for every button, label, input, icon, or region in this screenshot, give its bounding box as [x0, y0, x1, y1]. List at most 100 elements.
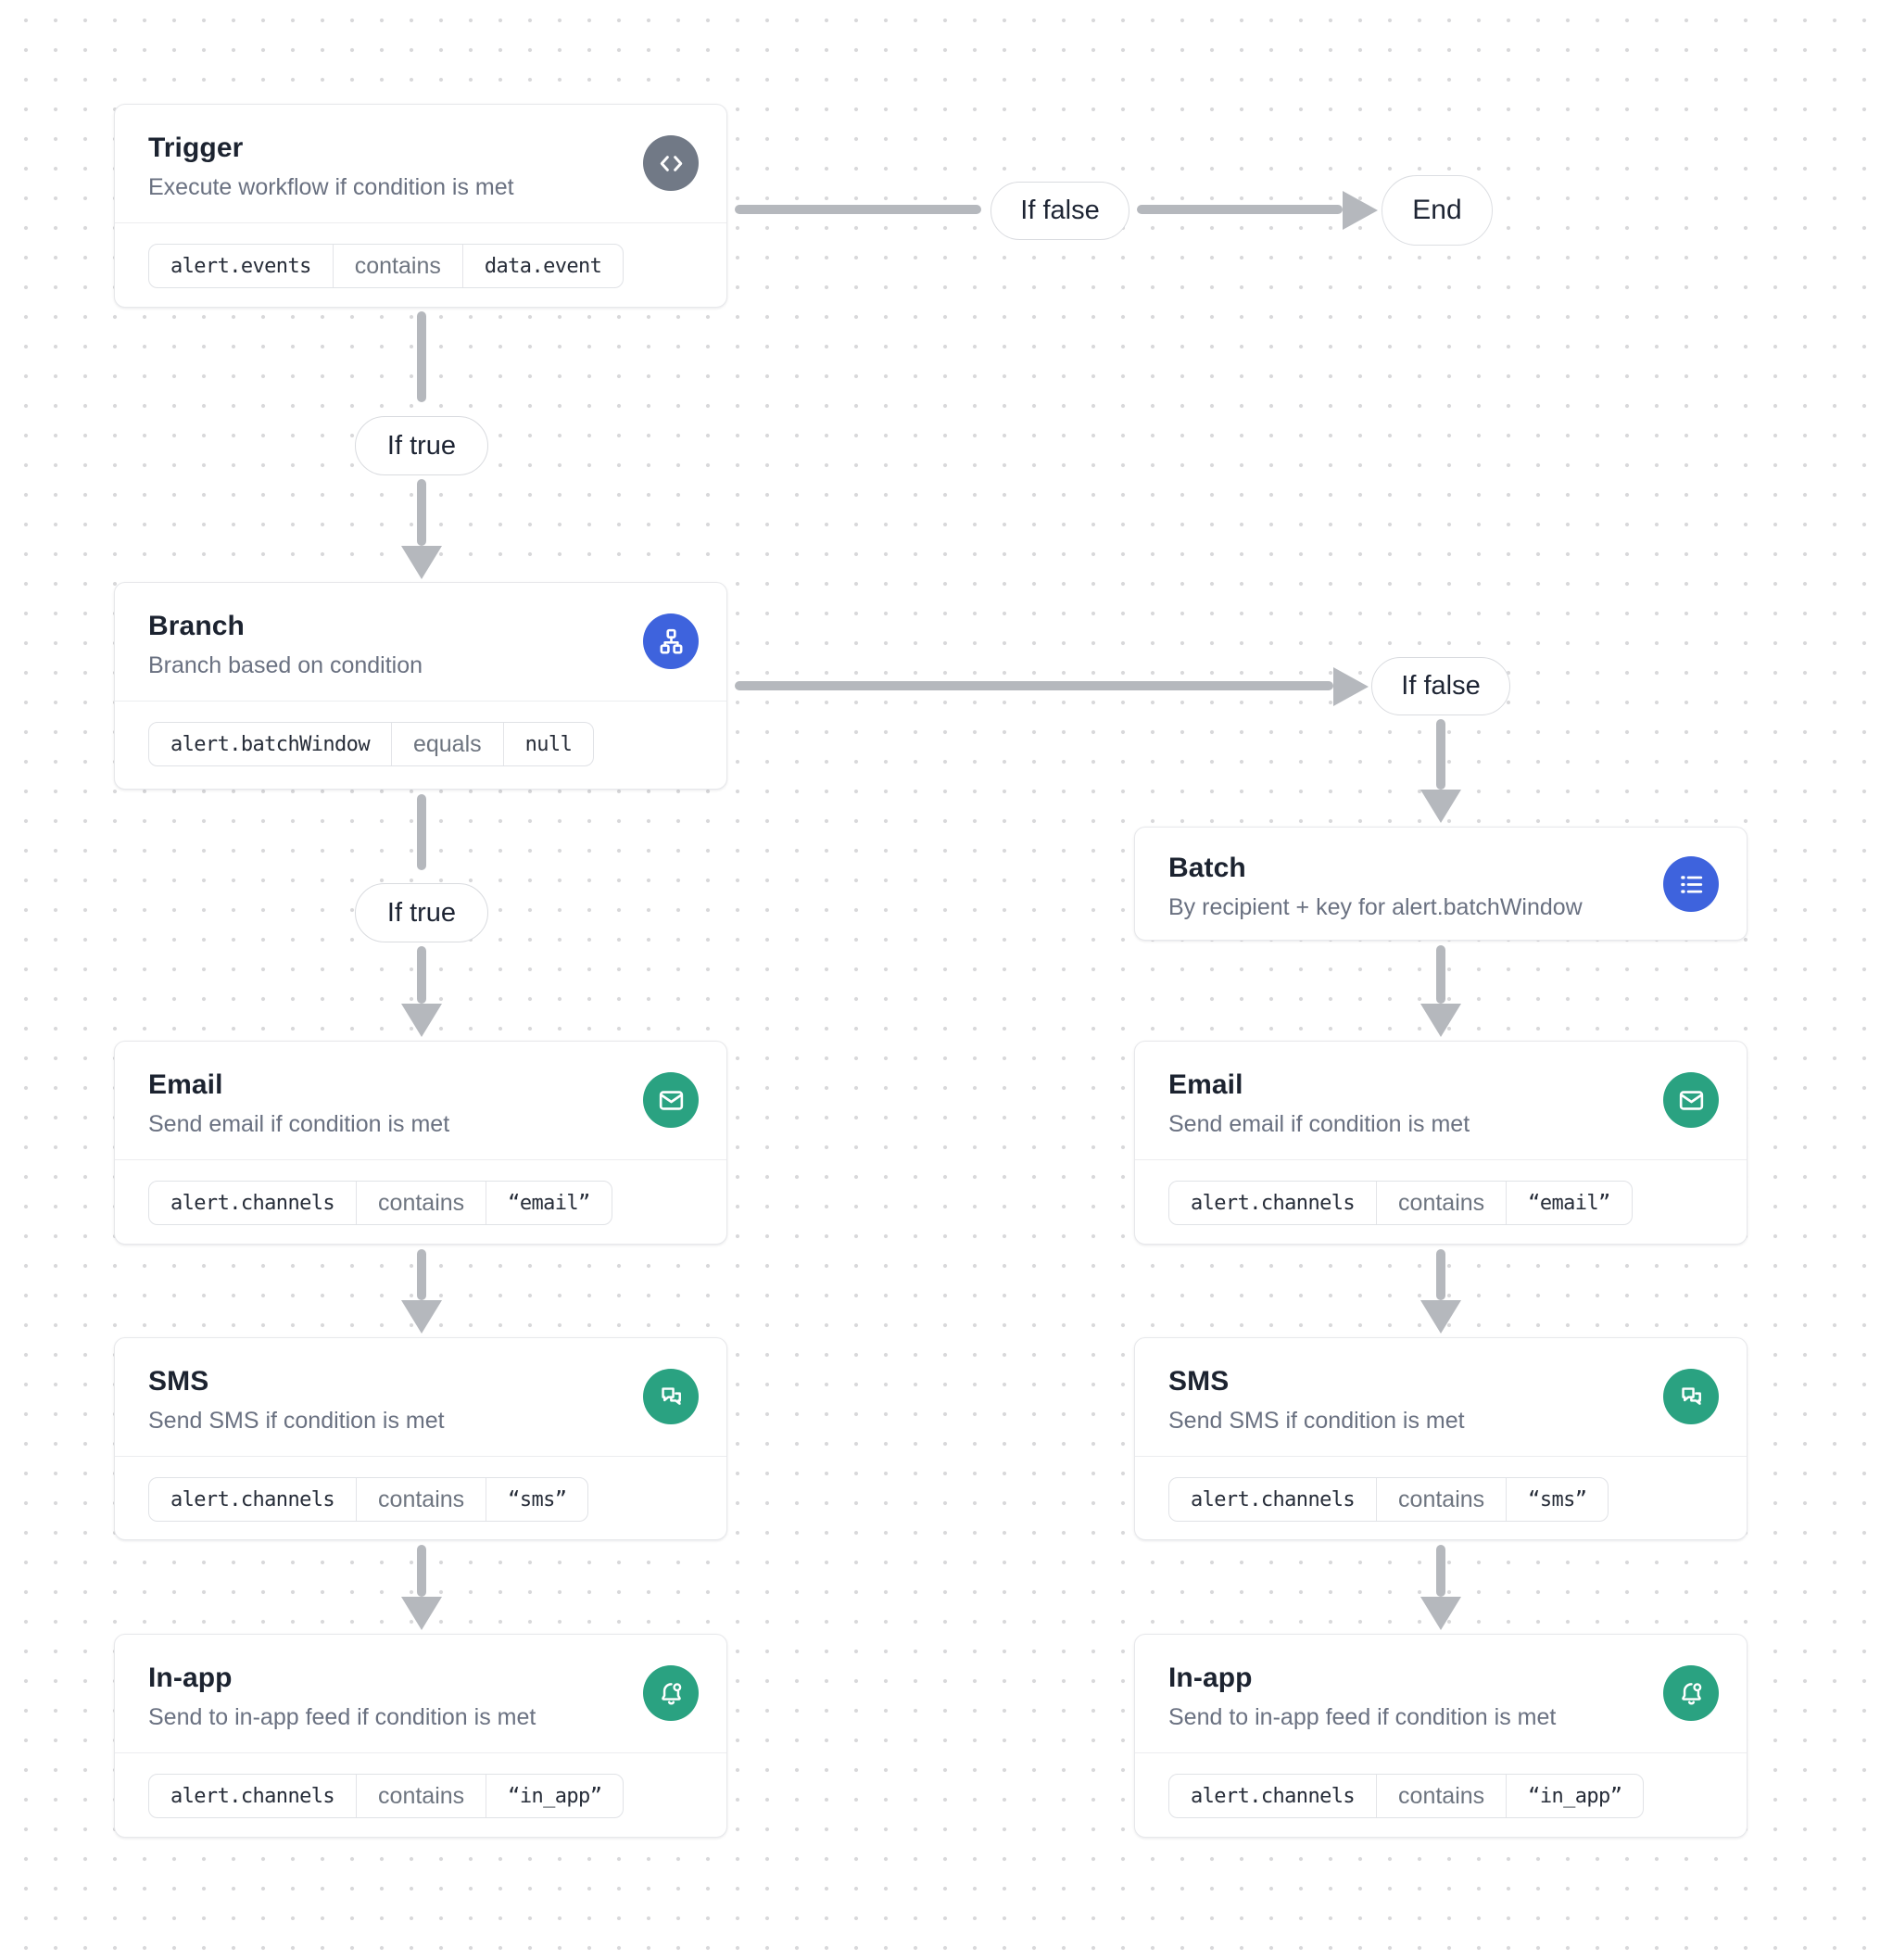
node-branch[interactable]: Branch Branch based on condition alert.b…	[114, 582, 727, 790]
node-title: Batch	[1168, 853, 1246, 883]
edge-batch-to-email-right	[1436, 945, 1445, 1004]
mail-icon	[643, 1072, 699, 1128]
condition-chip: alert.channels contains “sms”	[1168, 1477, 1609, 1522]
condition-chip: alert.channels contains “in_app”	[148, 1774, 625, 1818]
arrowhead-to-inapp-right-icon	[1420, 1597, 1461, 1630]
node-inapp-right[interactable]: In-app Send to in-app feed if condition …	[1134, 1634, 1748, 1838]
node-title: In-app	[148, 1663, 233, 1693]
arrowhead-to-email-right-icon	[1420, 1004, 1461, 1037]
arrowhead-to-iffalse-icon	[1333, 667, 1369, 706]
condition-field: alert.channels	[1191, 1191, 1356, 1215]
node-title: Email	[148, 1069, 223, 1100]
chat-icon	[643, 1369, 699, 1424]
node-title: SMS	[1168, 1366, 1230, 1397]
node-condition-row: alert.channels contains “sms”	[115, 1456, 726, 1542]
condition-value: data.event	[461, 245, 623, 287]
node-email-left[interactable]: Email Send email if condition is met ale…	[114, 1041, 727, 1245]
node-header: In-app Send to in-app feed if condition …	[115, 1635, 726, 1752]
node-condition-row: alert.channels contains “in_app”	[115, 1752, 726, 1839]
edge-sms-to-inapp-right	[1436, 1545, 1445, 1597]
condition-field: alert.channels	[170, 1191, 335, 1215]
node-subtitle: Send SMS if condition is met	[1168, 1408, 1465, 1434]
edge-trigger-to-iftrue	[417, 311, 426, 402]
node-sms-left[interactable]: SMS Send SMS if condition is met alert.c…	[114, 1337, 727, 1540]
condition-value: “email”	[486, 1182, 612, 1224]
arrowhead-to-end-icon	[1343, 191, 1378, 230]
condition-chip: alert.channels contains “email”	[1168, 1181, 1633, 1225]
chat-icon	[1663, 1369, 1719, 1424]
arrowhead-to-sms-right-icon	[1420, 1300, 1461, 1334]
edge-iftrue2-to-email	[417, 946, 426, 1004]
condition-value: “sms”	[1506, 1478, 1608, 1521]
edge-label-text: If true	[386, 430, 457, 461]
edge-label-if-true-branch: If true	[355, 883, 488, 942]
condition-chip: alert.channels contains “email”	[148, 1181, 612, 1225]
arrowhead-to-sms-left-icon	[401, 1300, 442, 1334]
edge-sms-to-inapp-left	[417, 1545, 426, 1597]
edge-trigger-to-iffalse	[735, 205, 981, 214]
condition-operator: contains	[1376, 1478, 1506, 1521]
node-header: Branch Branch based on condition	[115, 583, 726, 701]
condition-operator: contains	[1376, 1775, 1506, 1817]
condition-value: “in_app”	[1506, 1775, 1643, 1817]
node-header: Trigger Execute workflow if condition is…	[115, 105, 726, 222]
condition-field: alert.channels	[170, 1784, 335, 1808]
edge-label-if-false-branch: If false	[1371, 657, 1510, 715]
edge-label-text: If true	[386, 897, 457, 928]
node-header: SMS Send SMS if condition is met	[1135, 1338, 1747, 1456]
node-subtitle: Send email if condition is met	[1168, 1111, 1470, 1137]
node-header: Email Send email if condition is met	[1135, 1042, 1747, 1159]
condition-field: alert.channels	[170, 1487, 335, 1511]
node-header: Email Send email if condition is met	[115, 1042, 726, 1159]
node-condition-row: alert.channels contains “sms”	[1135, 1456, 1747, 1542]
node-condition-row: alert.channels contains “email”	[1135, 1159, 1747, 1246]
bell-icon	[1663, 1665, 1719, 1721]
arrowhead-to-batch-icon	[1420, 790, 1461, 823]
node-sms-right[interactable]: SMS Send SMS if condition is met alert.c…	[1134, 1337, 1748, 1540]
node-batch[interactable]: Batch By recipient + key for alert.batch…	[1134, 827, 1748, 941]
code-icon	[643, 135, 699, 191]
condition-chip: alert.channels contains “sms”	[148, 1477, 589, 1522]
arrowhead-to-inapp-left-icon	[401, 1597, 442, 1630]
node-condition-row: alert.channels contains “in_app”	[1135, 1752, 1747, 1839]
edge-iffalse-to-end	[1137, 205, 1343, 214]
edge-branch-to-iffalse	[735, 681, 1333, 690]
condition-chip: alert.events contains data.event	[148, 244, 625, 288]
node-header: Batch By recipient + key for alert.batch…	[1135, 828, 1747, 942]
condition-chip: alert.batchWindow equals null	[148, 722, 595, 766]
end-node-label: End	[1412, 195, 1462, 225]
edge-label-text: If false	[1020, 196, 1100, 225]
sitemap-icon	[643, 613, 699, 669]
condition-field: alert.channels	[1191, 1784, 1356, 1808]
condition-operator: contains	[356, 1478, 486, 1521]
edge-email-to-sms-left	[417, 1249, 426, 1300]
node-subtitle: Send SMS if condition is met	[148, 1408, 445, 1434]
node-condition-row: alert.channels contains “email”	[115, 1159, 726, 1246]
condition-operator: contains	[356, 1775, 486, 1817]
edge-email-to-sms-right	[1436, 1249, 1445, 1300]
node-inapp-left[interactable]: In-app Send to in-app feed if condition …	[114, 1634, 727, 1838]
node-title: SMS	[148, 1366, 209, 1397]
edge-label-text: If false	[1401, 671, 1481, 701]
arrowhead-to-branch-icon	[401, 546, 442, 579]
condition-chip: alert.channels contains “in_app”	[1168, 1774, 1645, 1818]
node-header: In-app Send to in-app feed if condition …	[1135, 1635, 1747, 1752]
condition-operator: contains	[356, 1182, 486, 1224]
node-trigger[interactable]: Trigger Execute workflow if condition is…	[114, 104, 727, 308]
node-subtitle: Send to in-app feed if condition is met	[1168, 1704, 1557, 1730]
node-subtitle: Execute workflow if condition is met	[148, 174, 514, 200]
node-title: Branch	[148, 611, 245, 641]
condition-field: alert.batchWindow	[170, 732, 371, 756]
condition-operator: equals	[390, 723, 503, 765]
mail-icon	[1663, 1072, 1719, 1128]
node-title: In-app	[1168, 1663, 1253, 1693]
node-subtitle: Send to in-app feed if condition is met	[148, 1704, 536, 1730]
condition-value: “sms”	[486, 1478, 587, 1521]
condition-value: “email”	[1506, 1182, 1632, 1224]
node-title: Trigger	[148, 133, 244, 163]
bell-icon	[643, 1665, 699, 1721]
list-icon	[1663, 856, 1719, 912]
node-email-right[interactable]: Email Send email if condition is met ale…	[1134, 1041, 1748, 1245]
node-header: SMS Send SMS if condition is met	[115, 1338, 726, 1456]
condition-operator: contains	[1376, 1182, 1506, 1224]
